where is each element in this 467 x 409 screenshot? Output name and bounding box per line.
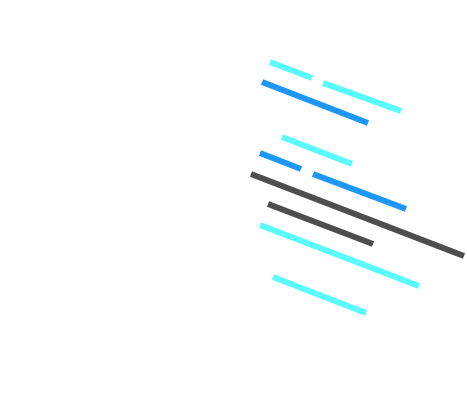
stroke-dark-1 bbox=[249, 171, 466, 259]
strokes-group bbox=[249, 59, 466, 316]
stroke-cyan-4 bbox=[258, 222, 421, 289]
stroke-cyan-5 bbox=[271, 274, 368, 316]
stroke-blue-2 bbox=[258, 150, 303, 172]
stroke-cyan-2 bbox=[321, 80, 403, 114]
stroke-blue-1 bbox=[260, 79, 370, 126]
stroke-dark-2 bbox=[266, 201, 375, 247]
stroke-cyan-3 bbox=[280, 134, 354, 167]
stroke-cyan-1 bbox=[268, 59, 314, 81]
stroke-blue-3 bbox=[311, 171, 408, 212]
